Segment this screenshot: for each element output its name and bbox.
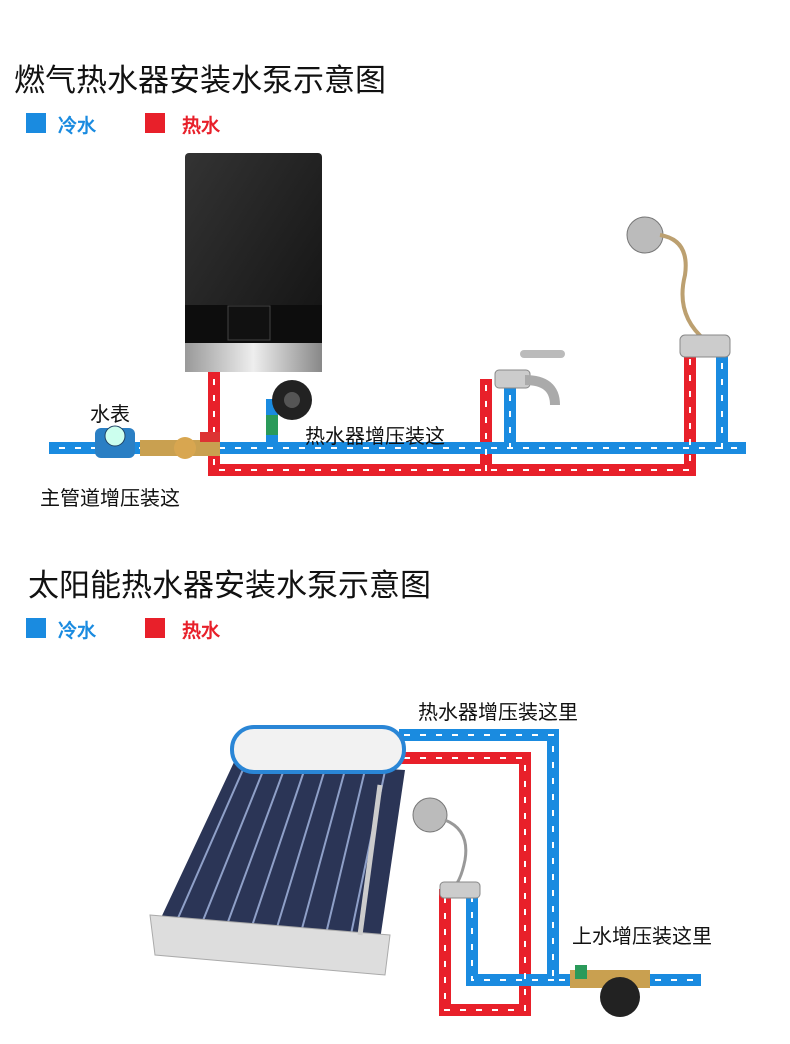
inlet-pump-icon [570, 965, 650, 1017]
water-heater-illustration [185, 153, 322, 372]
solar-heater-illustration [149, 725, 406, 976]
shower-icon [626, 216, 731, 358]
shower-icon-bottom [412, 797, 481, 899]
hot-legend-label: 热水 [182, 115, 221, 137]
hot-legend-label-2: 热水 [182, 620, 221, 642]
cold-legend-label: 冷水 [58, 115, 97, 137]
hot-legend-swatch-2 [145, 618, 165, 638]
main-pump-label: 主管道增压装这 [40, 486, 180, 510]
gas-title: 燃气热水器安装水泵示意图 [14, 63, 386, 99]
solar-title: 太阳能热水器安装水泵示意图 [28, 568, 431, 604]
cold-legend-label-2: 冷水 [58, 620, 97, 642]
faucet-icon [494, 350, 565, 406]
solar-heater-pump-label: 热水器增压装这里 [418, 700, 578, 724]
cold-legend-swatch [26, 113, 46, 133]
meter-label: 水表 [90, 402, 130, 426]
hot-legend-swatch [145, 113, 165, 133]
cold-legend-swatch-2 [26, 618, 46, 638]
booster-pump-icon [266, 380, 312, 435]
water-meter-icon [95, 425, 220, 459]
heater-pump-label: 热水器增压装这 [305, 424, 445, 448]
inlet-pump-label: 上水增压装这里 [572, 924, 712, 948]
